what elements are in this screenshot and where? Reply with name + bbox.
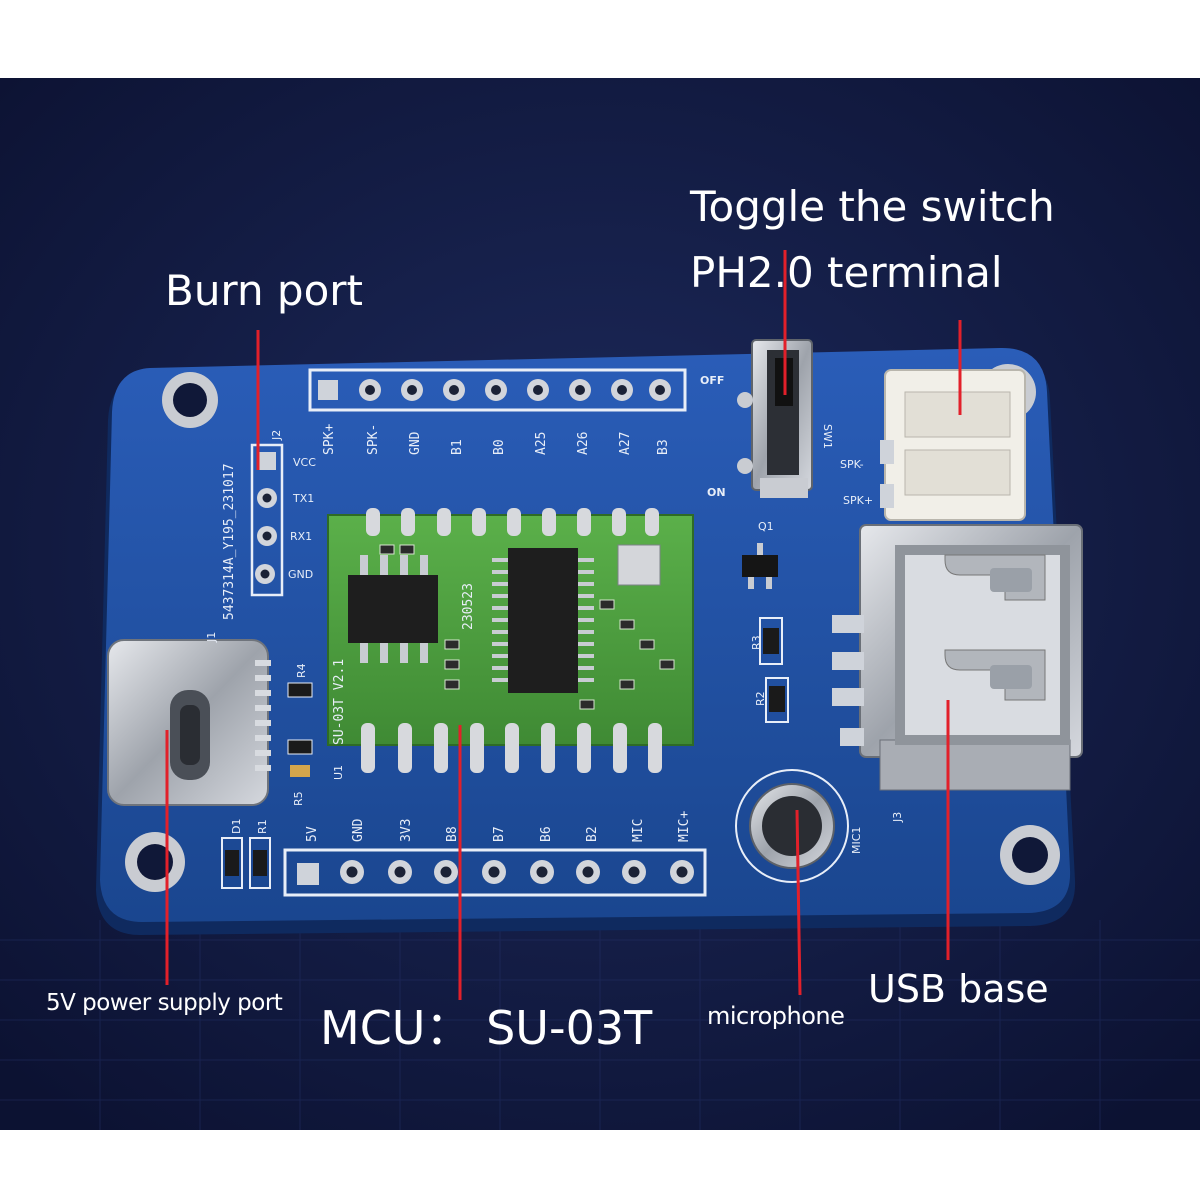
slide-switch: OFF ON SW1	[700, 339, 834, 499]
callout-leader-lines	[165, 250, 962, 1000]
refdes-sw1: SW1	[821, 424, 834, 449]
pin-label: A27	[618, 432, 633, 455]
usb-base-label: USB base	[868, 967, 1049, 1011]
ph-spk-plus-label: SPK+	[843, 494, 873, 507]
refdes-r4: R4	[295, 663, 308, 678]
refdes-r2: R2	[754, 691, 767, 706]
ph2-terminal: SPK- SPK+	[840, 369, 1026, 521]
smd-components-right: Q1 R3 R2	[742, 520, 789, 723]
pin-label: B7	[492, 826, 507, 842]
switch-on-label: ON	[707, 486, 726, 499]
refdes-u1: U1	[332, 765, 345, 780]
pin-label: 3V3	[399, 819, 414, 842]
ph-terminal-label: PH2.0 terminal	[690, 248, 1003, 297]
pin-label: B3	[656, 439, 671, 455]
pin-label: GND	[351, 818, 366, 842]
bottom-pin-header	[283, 848, 707, 897]
smd-components-left: R4 R5 D1 R1 U1	[221, 663, 345, 889]
burn-pin-label: RX1	[290, 530, 312, 543]
burn-pin-label: GND	[288, 568, 313, 581]
pin-label: SPK-	[366, 424, 381, 455]
burn-pin-label: TX1	[292, 492, 314, 505]
pin-label: A25	[534, 432, 549, 455]
pin-label: 5V	[305, 826, 320, 842]
refdes-d1: D1	[230, 819, 243, 834]
switch-off-label: OFF	[700, 374, 724, 387]
refdes-r3: R3	[750, 635, 763, 650]
microphone-label: microphone	[707, 1002, 845, 1030]
refdes-mic1: MIC1	[850, 827, 863, 854]
usb-a-connector: J3	[832, 524, 1083, 823]
refdes-r5: R5	[292, 791, 305, 806]
bottom-pin-labels: 5V GND 3V3 B8 B7 B6 B2 MIC MIC+	[305, 811, 692, 842]
mcu-label: MCU： SU-03T	[320, 1001, 653, 1055]
pin-label: MIC+	[677, 811, 692, 842]
microphone-component: MIC1	[735, 769, 863, 883]
board-part-number: 5437314A_Y195_231017	[222, 463, 237, 620]
toggle-switch-label: Toggle the switch	[690, 182, 1055, 231]
module-name: SU-03T V2.1	[332, 659, 347, 745]
pin-label: B6	[539, 826, 554, 842]
refdes-r1: R1	[256, 819, 269, 834]
burn-port-label: Burn port	[165, 266, 364, 315]
pin-label: B2	[585, 826, 600, 842]
pin-label: B1	[450, 439, 465, 455]
burn-pin-label: VCC	[293, 456, 316, 469]
usb-c-connector: J1	[107, 632, 271, 806]
top-pin-header	[308, 368, 687, 412]
pin-label: A26	[576, 432, 591, 455]
refdes-j2: J2	[270, 430, 283, 441]
module-date: 230523	[461, 583, 476, 630]
refdes-q1: Q1	[758, 520, 774, 533]
pin-label: B8	[445, 826, 460, 842]
microphone-leader	[795, 809, 802, 996]
pin-label: B0	[492, 439, 507, 455]
top-pin-labels: SPK+ SPK- GND B1 B0 A25 A26 A27 B3	[322, 424, 671, 455]
pin-label: SPK+	[322, 424, 337, 455]
power-port-label: 5V power supply port	[46, 990, 283, 1016]
ph-spk-minus-label: SPK-	[840, 458, 864, 471]
background-grid	[0, 920, 1200, 1130]
su-03t-module: SU-03T V2.1 230523	[327, 508, 694, 773]
pin-label: GND	[408, 431, 423, 455]
burn-port-header: VCC TX1 RX1 GND J2 5437314A_Y195_231017	[222, 430, 316, 620]
pin-label: MIC	[631, 819, 646, 842]
refdes-j3: J3	[891, 812, 904, 823]
refdes-j1: J1	[205, 632, 218, 643]
